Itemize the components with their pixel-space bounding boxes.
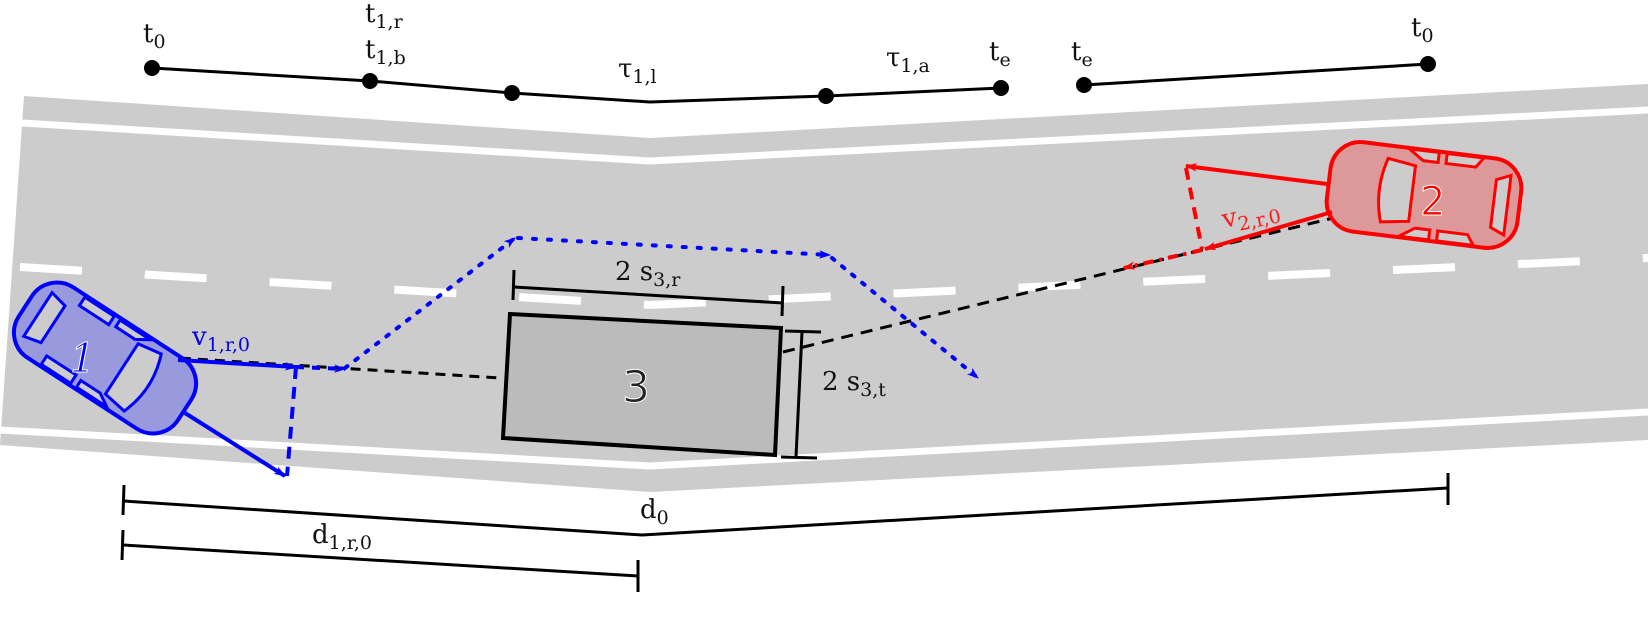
obstacle-3: 3 2 s3,r 2 s3,t xyxy=(500,257,886,460)
timeline-label-t0-right: t0 xyxy=(1411,13,1434,47)
road-center-dashed-line xyxy=(19,254,1648,310)
road-edge-line-bottom xyxy=(0,408,1648,470)
obstacle-height-label: 2 s3,t xyxy=(822,367,886,401)
obstacle-width-label: 2 s3,r xyxy=(615,257,681,291)
distance-d0-label: d0 xyxy=(640,495,669,529)
timeline-label-tau1a: τ1,a xyxy=(886,43,930,77)
distance-d0: d0 xyxy=(121,473,1450,537)
vehicle-2: 2 v2,r,0 xyxy=(1122,140,1524,270)
vehicle-2-label: 2 xyxy=(1420,179,1445,225)
timeline-label-t0: t0 xyxy=(143,19,166,53)
road xyxy=(0,84,1648,492)
distance-d1r0-label: d1,r,0 xyxy=(312,520,372,554)
timeline-point-t0 xyxy=(144,60,160,76)
timeline-label-tau1l: τ1,l xyxy=(618,54,657,88)
obstacle-rect xyxy=(500,311,784,458)
obstacle-height-dimension: 2 s3,t xyxy=(780,329,886,460)
timeline-label-te-right: te xyxy=(1071,37,1093,71)
timeline-point-mid xyxy=(504,85,520,101)
vehicle-1: 1 v1,r,0 xyxy=(11,280,347,478)
timeline-label-t1r: t1,r xyxy=(365,0,404,33)
timeline-point-tau1a xyxy=(818,88,834,104)
road-surface xyxy=(0,84,1648,492)
timeline-point-te xyxy=(993,80,1009,96)
timeline-left: t0 t1,r t1,b τ1,l τ1,a te xyxy=(143,0,1011,104)
obstacle-width-dimension: 2 s3,r xyxy=(511,257,785,317)
vehicle-1-label: 1 xyxy=(70,336,95,382)
vehicle-1-overtaking-path xyxy=(343,236,980,380)
timeline-point-t0-right xyxy=(1420,56,1436,72)
obstacle-label: 3 xyxy=(622,362,650,413)
timeline-point-t1b xyxy=(362,73,378,89)
timeline-label-te: te xyxy=(989,37,1011,71)
road-edge-line-top xyxy=(21,106,1648,165)
vehicle-1-velocity-label: v1,r,0 xyxy=(191,322,250,356)
timeline-label-t1b: t1,b xyxy=(365,35,406,69)
timeline-point-te-right xyxy=(1076,77,1092,93)
timeline-right: te t0 xyxy=(1071,13,1436,93)
distance-d1r0: d1,r,0 xyxy=(120,520,640,592)
